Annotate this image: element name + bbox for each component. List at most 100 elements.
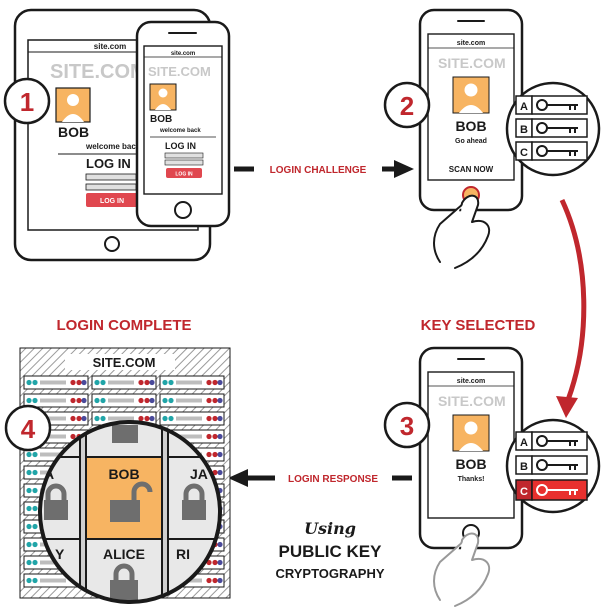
server-led — [212, 379, 218, 386]
phone2-site-logo: SITE.COM — [438, 55, 506, 71]
phone2-scan-now[interactable]: SCAN NOW — [449, 165, 494, 174]
server-led — [168, 415, 174, 422]
server-led — [100, 415, 106, 422]
server-led — [26, 505, 32, 512]
server-led — [100, 397, 106, 404]
step1-phone: site.com SITE.COM BOB welcome back LOG I… — [135, 20, 231, 228]
server-led — [76, 397, 82, 404]
tablet-username-field[interactable] — [85, 173, 137, 181]
server-slot — [40, 434, 66, 439]
server-led — [206, 451, 212, 458]
server-led — [217, 451, 223, 458]
step2-hand — [433, 194, 491, 269]
server-led — [100, 379, 106, 386]
server-led — [138, 397, 144, 404]
server-slot — [108, 380, 134, 385]
server-led — [32, 469, 38, 476]
step2-key-c[interactable]: C — [515, 141, 588, 161]
step3-key-c-selected[interactable]: C — [515, 479, 588, 501]
server-led — [217, 559, 223, 566]
step2-key-a-label: A — [520, 101, 528, 113]
step1-badge: 1 — [3, 77, 51, 125]
lens-user-ri: RI — [176, 546, 190, 562]
phone2-url: site.com — [457, 40, 485, 47]
server-led — [70, 379, 76, 386]
lens-user-bob: BOB — [108, 466, 139, 482]
step2-keyring: A B C — [505, 81, 601, 177]
server-led — [76, 415, 82, 422]
server-led — [70, 433, 76, 440]
server-led — [149, 415, 155, 422]
step4-lens: BOB ALICE A JA Y RI — [38, 420, 222, 604]
server-led — [94, 397, 100, 404]
phone1-login-button[interactable] — [166, 168, 202, 178]
server-led — [206, 433, 212, 440]
caption-line1: PUBLIC KEY — [279, 542, 383, 561]
server-slot — [40, 380, 66, 385]
step2-phone: site.com SITE.COM BOB Go ahead SCAN NOW — [418, 8, 524, 212]
step2-key-c-label: C — [520, 147, 528, 159]
step3-key-a[interactable]: A — [515, 431, 588, 451]
server-led — [162, 397, 168, 404]
login-challenge-arrow: LOGIN CHALLENGE — [234, 160, 414, 178]
tablet-site-logo: SITE.COM — [50, 61, 147, 83]
step4-number: 4 — [21, 414, 36, 444]
phone3-site-logo: SITE.COM — [438, 393, 506, 409]
server-led — [212, 469, 218, 476]
step3-key-b-label: B — [520, 461, 528, 473]
tablet-welcome: welcome back — [85, 142, 141, 151]
step3-number: 3 — [400, 411, 414, 441]
server-slot — [176, 380, 202, 385]
phone2-username: BOB — [455, 118, 486, 134]
caption-using: Using — [304, 519, 356, 538]
heading-login-complete: LOGIN COMPLETE — [57, 317, 192, 334]
server-led — [26, 541, 32, 548]
step2-key-a[interactable]: A — [515, 95, 588, 115]
server-led — [144, 415, 150, 422]
step1-number: 1 — [20, 87, 34, 117]
server-slot — [176, 434, 202, 439]
step2-key-b[interactable]: B — [515, 118, 588, 138]
server-led — [149, 379, 155, 386]
step3-key-b[interactable]: B — [515, 455, 588, 475]
heading-key-selected: KEY SELECTED — [421, 317, 536, 334]
tablet-username: BOB — [58, 124, 89, 140]
server-led — [32, 577, 38, 584]
server-led — [212, 415, 218, 422]
server-led — [138, 379, 144, 386]
phone1-password-field[interactable] — [164, 159, 204, 166]
server-led — [32, 523, 38, 530]
login-challenge-label: LOGIN CHALLENGE — [270, 165, 367, 176]
login-response-arrow: LOGIN RESPONSE — [228, 469, 412, 487]
lens-user-ja: JA — [190, 466, 208, 482]
server-led — [217, 415, 223, 422]
server-led — [32, 397, 38, 404]
phone3-thanks: Thanks! — [458, 476, 485, 483]
tablet-login-button-label: LOG IN — [100, 198, 124, 205]
phone3-url: site.com — [457, 378, 485, 385]
server-led — [144, 379, 150, 386]
server-led — [212, 397, 218, 404]
server-slot — [176, 416, 202, 421]
alice-lock-icon — [113, 563, 135, 582]
step2-badge: 2 — [383, 81, 431, 129]
server-led — [26, 451, 32, 458]
tablet-password-field[interactable] — [85, 183, 137, 191]
server-slot — [40, 398, 66, 403]
phone1-welcome: welcome back — [159, 128, 201, 134]
tablet-url: site.com — [94, 42, 126, 51]
caption-line2: CRYPTOGRAPHY — [275, 566, 384, 581]
step3-key-c-label: C — [520, 486, 528, 498]
tablet-login-button[interactable] — [86, 193, 138, 207]
phone1-username-field[interactable] — [164, 152, 204, 159]
server-led — [32, 505, 38, 512]
server-slot — [108, 398, 134, 403]
server-led — [26, 469, 32, 476]
server-slot — [108, 416, 134, 421]
phone1-username: BOB — [150, 114, 172, 125]
server-led — [217, 379, 223, 386]
server-led — [206, 415, 212, 422]
lens-user-alice: ALICE — [103, 546, 145, 562]
right-lock-icon — [182, 500, 206, 520]
server-led — [212, 451, 218, 458]
